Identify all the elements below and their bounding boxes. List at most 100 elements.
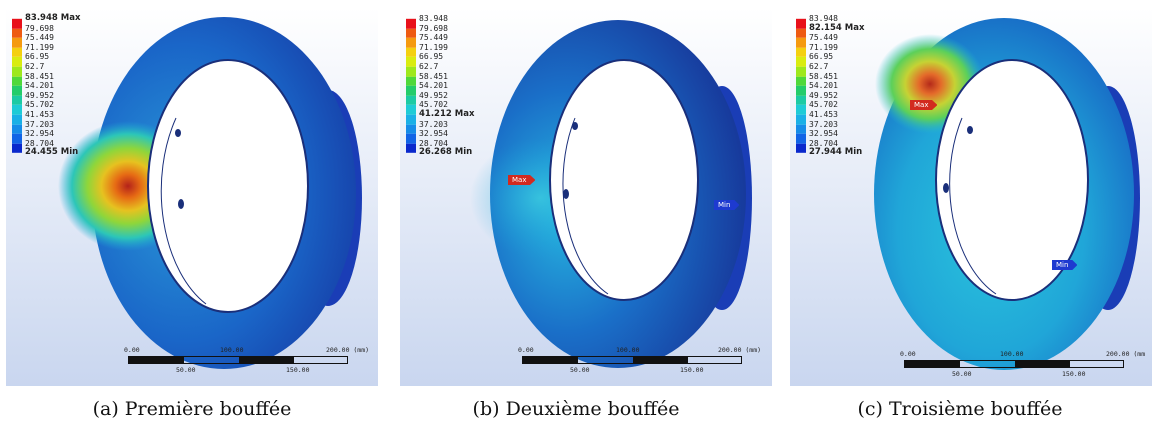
legend-value: 41.453 xyxy=(25,109,54,119)
legend-row: 27.944 Min xyxy=(796,148,864,158)
legend-value: 75.449 xyxy=(419,33,448,43)
scale-tick-0: 0.00 xyxy=(900,350,916,358)
legend-row: 62.7 xyxy=(12,61,80,77)
max-probe-label: Max xyxy=(508,175,536,185)
legend-swatch xyxy=(406,37,416,48)
legend-value: 58.451 xyxy=(419,71,448,81)
legend-value: 24.455 Min xyxy=(25,147,79,158)
legend-row: 41.453 xyxy=(796,109,864,125)
legend-row: 41.212 Max xyxy=(406,109,474,125)
legend-value: 28.704 xyxy=(809,138,838,148)
legend-row: 37.203 xyxy=(796,119,864,134)
scale-tick-50: 50.00 xyxy=(952,370,972,378)
legend-value: 49.952 xyxy=(809,90,838,100)
legend-swatch xyxy=(406,76,416,86)
legend-value: 45.702 xyxy=(25,100,54,110)
legend-value: 54.201 xyxy=(25,81,54,91)
legend-row: 83.948 xyxy=(796,14,864,29)
scale-tick-200: 200.00 (mm) xyxy=(326,346,370,354)
scale-tick-0: 0.00 xyxy=(518,346,534,354)
legend-value: 49.952 xyxy=(419,90,448,100)
legend-row: 49.952 xyxy=(406,90,474,106)
legend-row: 49.952 xyxy=(796,90,864,106)
scale-bar: 0.00 100.00 200.00 (mm) 50.00 150.00 xyxy=(518,346,768,376)
legend-value: 37.203 xyxy=(809,119,838,129)
legend-row: 66.95 xyxy=(406,52,474,67)
legend-row: 24.455 Min xyxy=(12,148,80,158)
legend-row: 62.7 xyxy=(796,62,864,77)
legend-row: 28.704 xyxy=(796,138,864,154)
scale-tick-200: 200.00 (mm xyxy=(1106,350,1146,358)
legend-swatch xyxy=(796,95,806,106)
legend-row: 79.698 xyxy=(12,24,80,38)
legend-row: 75.449 xyxy=(796,33,864,48)
max-probe-label: Max xyxy=(910,100,938,110)
legend-row: 58.451 xyxy=(406,71,474,86)
legend-swatch xyxy=(12,66,22,77)
legend-row: 79.698 xyxy=(406,23,474,38)
legend-value: 37.203 xyxy=(419,119,448,129)
legend-row: 32.954 xyxy=(12,129,80,144)
legend-value: 41.453 xyxy=(809,109,838,119)
legend-swatch xyxy=(406,85,416,96)
legend-value: 75.449 xyxy=(25,33,54,43)
legend-swatch xyxy=(406,66,416,77)
legend-row: 32.954 xyxy=(796,129,864,144)
legend-row: 37.203 xyxy=(12,120,80,134)
legend-row: 54.201 xyxy=(796,81,864,96)
caption: (a) Première bouffée xyxy=(92,398,292,420)
legend-row: 66.95 xyxy=(796,52,864,67)
legend-value: 71.199 xyxy=(419,42,448,52)
legend-swatch xyxy=(406,124,416,134)
legend-row: 37.203 xyxy=(406,119,474,134)
legend-row: 41.453 xyxy=(12,109,80,125)
legend-row: 62.7 xyxy=(406,61,474,77)
legend-swatch xyxy=(796,105,806,115)
legend-swatch xyxy=(796,37,806,48)
legend-row: 45.702 xyxy=(12,100,80,115)
scale-tick-100: 100.00 xyxy=(1000,350,1024,358)
legend-value: 79.698 xyxy=(419,23,448,33)
legend-swatch xyxy=(12,85,22,96)
legend-swatch xyxy=(406,133,416,144)
legend-value: 82.154 Max xyxy=(809,22,865,33)
legend-swatch xyxy=(796,18,806,29)
scale-bar-line xyxy=(128,356,348,364)
scale-tick-0: 0.00 xyxy=(124,346,140,354)
legend-swatch xyxy=(12,18,22,29)
legend-row: 28.704 xyxy=(12,139,80,154)
legend-row: 58.451 xyxy=(796,71,864,86)
legend-row: 66.95 xyxy=(12,52,80,67)
legend-swatch xyxy=(796,124,806,134)
legend-value: 49.952 xyxy=(25,90,54,100)
legend-row: 54.201 xyxy=(406,81,474,96)
legend-row: 58.451 xyxy=(12,72,80,86)
legend-value: 62.7 xyxy=(25,61,45,71)
legend-swatch xyxy=(12,76,22,86)
legend-value: 83.948 xyxy=(809,14,838,23)
min-probe-label: Min xyxy=(1052,260,1078,270)
legend-value: 83.948 xyxy=(419,14,448,23)
legend-row: 71.199 xyxy=(406,42,474,58)
caption: (c) Troisième bouffée xyxy=(857,398,1063,420)
legend-swatch xyxy=(406,18,416,29)
legend-row: 75.449 xyxy=(406,33,474,48)
legend-value: 58.451 xyxy=(809,71,838,81)
legend-swatch xyxy=(12,124,22,134)
legend-row: 26.268 Min xyxy=(406,148,474,158)
legend-swatch xyxy=(406,47,416,58)
legend-value: 62.7 xyxy=(419,61,439,71)
scale-bar-line xyxy=(904,360,1124,368)
legend-swatch xyxy=(12,133,22,144)
legend-value: 45.702 xyxy=(419,100,448,110)
legend-swatch xyxy=(796,28,806,38)
scale-tick-150: 150.00 xyxy=(286,366,310,374)
caption: (b) Deuxième bouffée xyxy=(472,398,680,420)
min-probe-label: Min xyxy=(714,200,740,210)
scale-bar-line xyxy=(522,356,742,364)
